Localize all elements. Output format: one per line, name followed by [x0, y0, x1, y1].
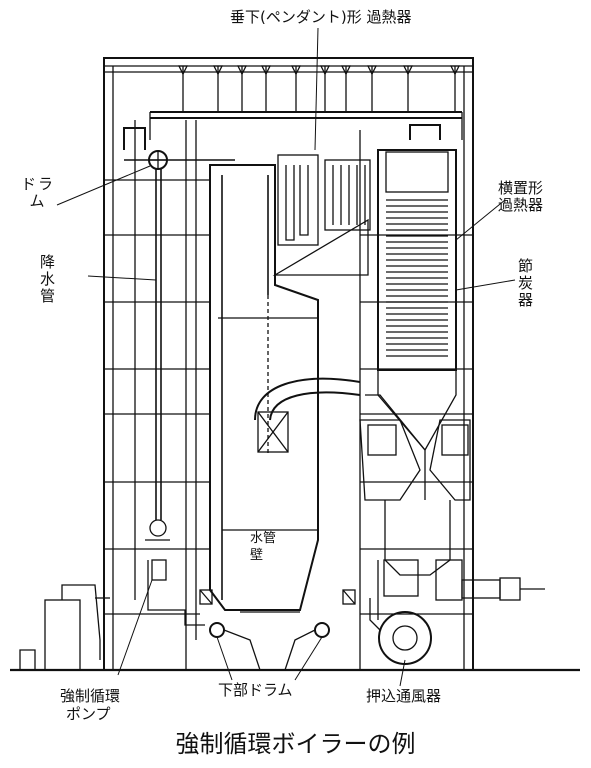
- hanger-clip: [212, 65, 224, 76]
- label-economizer: 節炭器: [518, 257, 534, 309]
- label-lower-drum: 下部ドラム: [218, 681, 293, 699]
- label-circulation-pump-1: 強制循環: [60, 687, 121, 705]
- hanger-clip: [449, 65, 461, 76]
- label-downcomer: 降水管: [40, 253, 57, 305]
- circulation-pump: [19, 519, 205, 671]
- lower-drum: [199, 589, 356, 671]
- hanger-clip: [319, 65, 331, 76]
- downcomer: [155, 169, 162, 520]
- ducts: [359, 419, 545, 620]
- hanger-clip: [260, 65, 272, 76]
- label-water-wall: 水管壁: [250, 531, 277, 563]
- figure-caption: 強制循環ボイラーの例: [175, 730, 416, 758]
- hanger-clip: [177, 65, 189, 76]
- hanger-clip: [290, 65, 302, 76]
- furnace: [209, 164, 361, 611]
- label-drum: ドラム: [20, 175, 55, 210]
- label-pendant-superheater: 垂下(ペンダント)形 過熱器: [230, 8, 412, 26]
- hanger-clip: [236, 65, 248, 76]
- hanger-clip: [340, 65, 352, 76]
- leader-lines: [56, 27, 516, 687]
- roof-header: [123, 111, 463, 150]
- hanger-clip: [402, 65, 414, 76]
- pendant-superheater: [272, 154, 371, 276]
- hanger-clip: [366, 65, 378, 76]
- top-hangers: [177, 65, 461, 112]
- label-circulation-pump-2: ポンプ: [66, 705, 111, 723]
- drum: [124, 150, 235, 170]
- convection-pass: [365, 149, 457, 500]
- label-forced-draft-fan: 押込通風器: [366, 687, 442, 705]
- building-frame: [10, 57, 580, 672]
- forced-draft-fan: [369, 598, 432, 665]
- label-horizontal-superheater: 横置形 過熱器: [498, 179, 544, 214]
